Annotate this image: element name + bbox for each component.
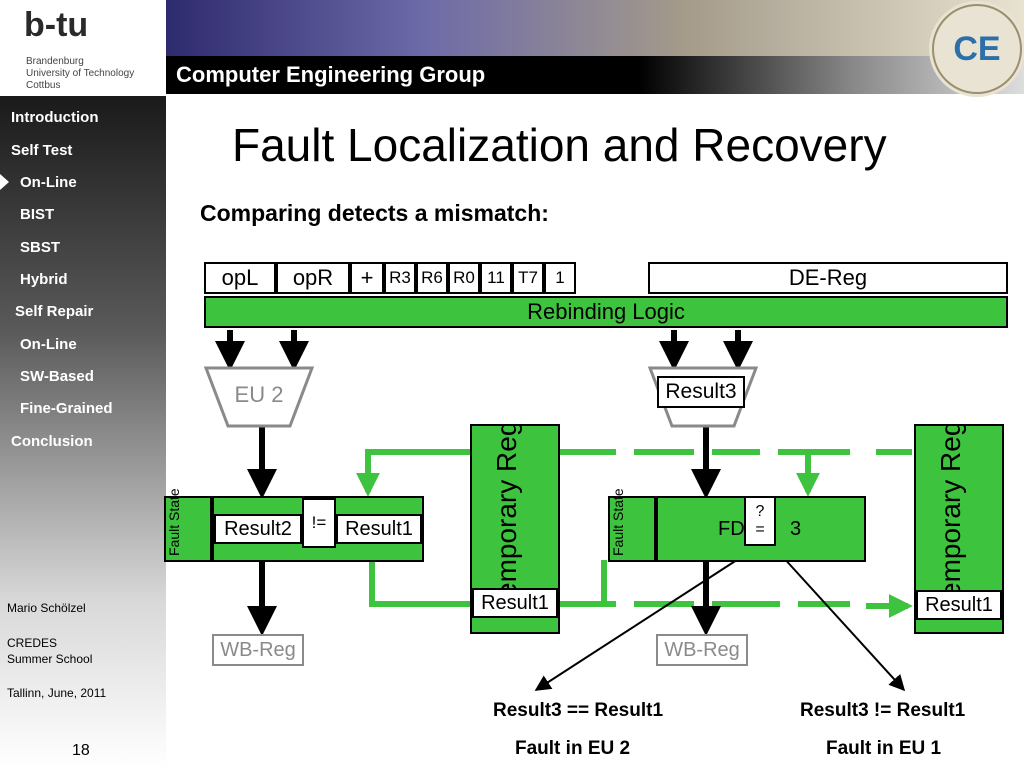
left-wb-register: WB-Reg — [212, 634, 304, 666]
nav-self-test-on-line[interactable]: On-Line — [20, 174, 77, 191]
nav-conclusion[interactable]: Conclusion — [11, 433, 93, 450]
event-name: CREDES — [7, 636, 58, 650]
compare-equals: = — [755, 521, 765, 538]
department-seal-letters: CE — [953, 29, 1001, 68]
eu2-unit — [203, 366, 315, 428]
left-temp-register-label: Temporary Register File — [491, 424, 522, 612]
header-banner-image — [166, 0, 1024, 56]
left-temp-result1: Result1 — [472, 588, 558, 618]
field-opr: opR — [276, 262, 350, 294]
page-number: 18 — [72, 742, 90, 759]
case-equal-condition: Result3 == Result1 — [493, 700, 664, 721]
sidebar — [0, 96, 166, 768]
nav-sw-based[interactable]: SW-Based — [20, 368, 94, 385]
de-register: DE-Reg — [648, 262, 1008, 294]
right-result3-fragment: 3 — [790, 518, 802, 540]
left-fault-state-label: Fault State — [166, 488, 182, 556]
left-result2: Result2 — [214, 514, 302, 544]
data-flow-arrows — [215, 330, 753, 636]
field-r0: R0 — [448, 262, 480, 294]
right-fd-label: FD — [718, 518, 745, 540]
department-seal: CE — [932, 4, 1022, 94]
nav-self-repair-on-line[interactable]: On-Line — [20, 336, 77, 353]
nav-sbst[interactable]: SBST — [20, 239, 61, 256]
field-r6: R6 — [416, 262, 448, 294]
university-logo-area: b-tu Brandenburg University of Technolog… — [0, 0, 166, 96]
right-temp-register-label: Temporary Register File — [935, 424, 966, 612]
right-compare-operator: ? = — [744, 496, 776, 546]
field-r3: R3 — [384, 262, 416, 294]
case-equal-fault: Fault in EU 2 — [515, 738, 631, 759]
field-1: 1 — [544, 262, 576, 294]
nav-self-test[interactable]: Self Test — [11, 142, 73, 159]
case-unequal-condition: Result3 != Result1 — [800, 700, 966, 721]
right-temp-result1: Result1 — [916, 590, 1002, 620]
field-11: 11 — [480, 262, 512, 294]
event-subtitle: Summer School — [7, 652, 93, 666]
logo-line-3: Cottbus — [26, 80, 61, 91]
logo-line-2: University of Technology — [26, 68, 135, 79]
nav-introduction[interactable]: Introduction — [11, 109, 99, 126]
left-result1: Result1 — [336, 514, 422, 544]
logo-line-1: Brandenburg — [26, 56, 84, 67]
right-fault-state — [608, 496, 656, 562]
field-t7: T7 — [512, 262, 544, 294]
current-section-arrow-icon — [0, 174, 9, 190]
result3-output: Result3 — [657, 376, 745, 408]
field-opl: opL — [204, 262, 276, 294]
slide-title: Fault Localization and Recovery — [232, 119, 887, 171]
case-unequal-fault: Fault in EU 1 — [826, 738, 942, 759]
rebinding-logic: Rebinding Logic — [204, 296, 1008, 328]
eu2-label: EU 2 — [234, 382, 284, 407]
compare-question: ? — [755, 503, 765, 520]
left-fault-state — [164, 496, 212, 562]
right-wb-register: WB-Reg — [656, 634, 748, 666]
group-title: Computer Engineering Group — [176, 62, 486, 87]
slide-subtitle: Comparing detects a mismatch: — [200, 200, 549, 226]
right-fault-state-label: Fault State — [610, 488, 626, 556]
nav-self-repair[interactable]: Self Repair — [15, 303, 94, 320]
nav-bist[interactable]: BIST — [20, 206, 55, 223]
left-neq-operator: != — [302, 498, 336, 548]
header-title-bar — [166, 56, 1024, 94]
author-name: Mario Schölzel — [7, 601, 86, 615]
field-op: + — [350, 262, 384, 294]
place-date: Tallinn, June, 2011 — [7, 686, 107, 700]
nav-hybrid[interactable]: Hybrid — [20, 271, 68, 288]
nav-fine-grained[interactable]: Fine-Grained — [20, 400, 113, 417]
university-logo: b-tu — [24, 6, 89, 44]
